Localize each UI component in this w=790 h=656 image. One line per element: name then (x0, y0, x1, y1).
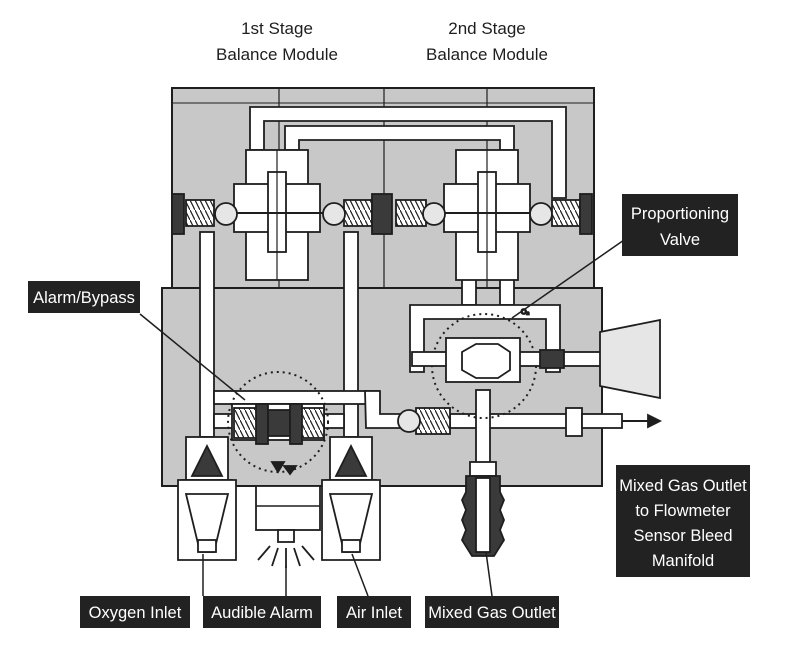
label-flowmeter-line2: to Flowmeter (635, 502, 731, 520)
alarm-bypass-valve (227, 371, 329, 476)
label-flowmeter-line4: Manifold (652, 552, 714, 570)
stage1-balance-module (171, 149, 393, 281)
callout-mixed-gas-outlet: Mixed Gas Outlet (425, 596, 559, 628)
label-proportioning-valve-line2: Valve (660, 231, 700, 249)
callout-oxygen-inlet: Oxygen Inlet (80, 596, 190, 628)
stage2-balance-module (395, 149, 593, 281)
leader-lines (139, 239, 625, 597)
stage1-heading-line1: 1st Stage (241, 19, 313, 38)
callout-mixed-gas-outlet-flowmeter: Mixed Gas Outlet to Flowmeter Sensor Ble… (616, 465, 750, 577)
stage2-heading-line1: 2nd Stage (448, 19, 526, 38)
label-alarm-bypass: Alarm/Bypass (33, 289, 135, 307)
gas-passages (199, 106, 581, 471)
callout-proportioning-valve: Proportioning Valve (622, 194, 738, 256)
o2-marking: O₂ (521, 309, 529, 316)
oxygen-inlet-fitting (177, 436, 237, 561)
label-flowmeter-line1: Mixed Gas Outlet (619, 477, 747, 495)
label-audible-alarm: Audible Alarm (211, 604, 313, 622)
callout-audible-alarm: Audible Alarm (203, 596, 321, 628)
callout-alarm-bypass: Alarm/Bypass (28, 281, 140, 313)
proportioning-valve: O₂ (411, 308, 661, 419)
air-inlet-fitting (321, 436, 381, 561)
stage1-heading-line2: Balance Module (216, 45, 338, 64)
audible-alarm (255, 485, 321, 568)
mixed-gas-outlet-fitting (460, 461, 506, 557)
label-proportioning-valve-line1: Proportioning (631, 205, 729, 223)
label-flowmeter-line3: Sensor Bleed (633, 527, 732, 545)
stage2-heading-line2: Balance Module (426, 45, 548, 64)
mixed-gas-check-valve (397, 407, 663, 437)
callout-air-inlet: Air Inlet (337, 596, 411, 628)
label-air-inlet: Air Inlet (346, 604, 402, 622)
label-oxygen-inlet: Oxygen Inlet (89, 604, 182, 622)
label-mixed-gas-outlet: Mixed Gas Outlet (428, 604, 556, 622)
